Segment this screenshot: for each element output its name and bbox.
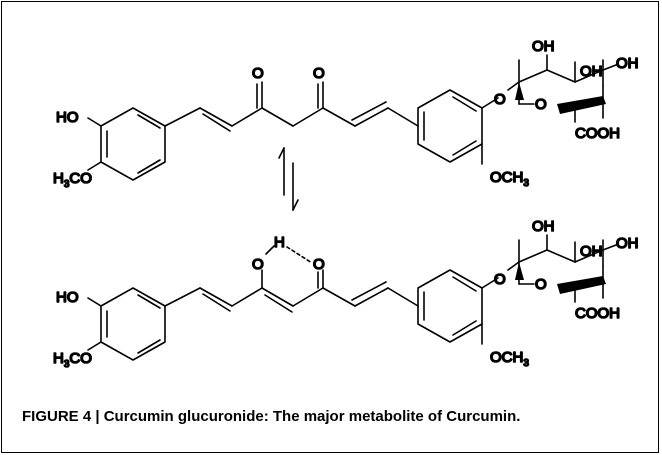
oh-label-top-1: OH	[532, 38, 555, 55]
oh-label-top-2: OH	[580, 63, 603, 80]
cooh-label-bottom: COOH	[575, 305, 620, 322]
equilibrium-arrows	[278, 147, 299, 211]
ether-o-label-bottom: O	[494, 271, 506, 288]
oh-label-bottom-1: OH	[532, 218, 555, 235]
diketo-tautomer: HO H3CO O O OCH3 O OH OH OH O COOH	[52, 37, 639, 191]
och3-label-bottom: OCH3	[490, 349, 529, 369]
ho-label-bottom: HO	[56, 289, 79, 306]
heptadienone-chain-top	[164, 81, 419, 132]
ring-o-label-top: O	[535, 96, 547, 113]
left-phenyl-ring-top	[87, 107, 166, 181]
oh-label-bottom-3: OH	[616, 235, 639, 252]
ho-label-top: HO	[56, 109, 79, 126]
h3co-label-bottom: H3CO	[53, 350, 92, 370]
ether-o-label-top: O	[494, 91, 506, 108]
glucuronide-ring-top	[507, 54, 617, 123]
enol-o-label: O	[252, 256, 264, 273]
carbonyl-o-label-2: O	[313, 65, 325, 82]
left-phenyl-ring-bottom	[87, 287, 166, 361]
right-phenyl-ring-top	[417, 89, 499, 165]
carbonyl-o-label-1: O	[252, 65, 264, 82]
right-phenyl-ring-bottom	[417, 269, 499, 345]
keto-o-label: O	[313, 256, 325, 273]
enol-h-label: H	[274, 234, 285, 251]
cooh-label-top: COOH	[575, 125, 620, 142]
figure-caption: FIGURE 4 | Curcumin glucuronide: The maj…	[22, 408, 521, 425]
och3-label-top: OCH3	[490, 169, 529, 189]
oh-label-bottom-2: OH	[580, 243, 603, 260]
enol-tautomer: HO H3CO O H O OCH3 O OH OH OH O COOH	[52, 217, 639, 371]
h3co-label-top: H3CO	[53, 170, 92, 190]
heptadienone-chain-bottom	[164, 245, 419, 313]
oh-label-top-3: OH	[616, 55, 639, 72]
glucuronide-ring-bottom	[507, 234, 617, 303]
ring-o-label-bottom: O	[535, 276, 547, 293]
